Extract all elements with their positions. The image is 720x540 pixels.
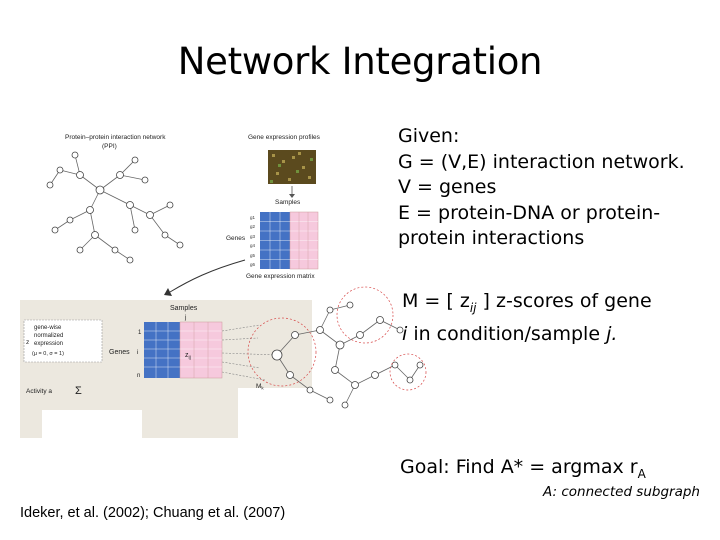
blue-matrix-column bbox=[144, 322, 180, 378]
genewise-text: expression bbox=[34, 341, 63, 347]
gene-row-label: g6 bbox=[250, 262, 256, 267]
given-heading: Given: bbox=[398, 125, 460, 147]
pink-matrix-columns bbox=[179, 321, 223, 379]
given-line: V = genes bbox=[398, 176, 497, 198]
goal-label: Goal bbox=[400, 456, 444, 478]
curved-arrow-icon bbox=[169, 259, 246, 293]
gene-row-label: g3 bbox=[250, 234, 256, 239]
genes-label: Genes bbox=[226, 235, 246, 242]
activity-label: Activity a bbox=[26, 388, 52, 395]
i-label: i bbox=[137, 349, 138, 356]
goal-statement: Goal: Find A* = argmax rA bbox=[400, 456, 646, 481]
subgraph-circle bbox=[336, 286, 394, 344]
zij-eq-label: z bbox=[26, 339, 29, 346]
m-definition-line-2: i in condition/sample j. bbox=[402, 322, 618, 345]
zij-cell-label: zij bbox=[185, 352, 191, 361]
genes-label-2: Genes bbox=[109, 349, 130, 356]
mk-label: Mk bbox=[256, 383, 264, 391]
zij-params: (μ = 0, σ = 1) bbox=[32, 351, 64, 357]
ppi-label-abbrev: (PPI) bbox=[102, 143, 117, 150]
goal-note: A: connected subgraph bbox=[543, 484, 700, 500]
gene-row-label: g2 bbox=[250, 224, 256, 229]
gene-row-label: g5 bbox=[250, 253, 256, 258]
normalized-matrix: Samples j zij 1 i Genes n bbox=[109, 305, 223, 379]
slide-title: Network Integration bbox=[177, 40, 543, 83]
ppi-label: Protein–protein interaction network bbox=[65, 134, 166, 141]
normalization-box: z gene-wise normalized expression (μ = 0… bbox=[23, 319, 103, 397]
subnetwork-diagram: Mk bbox=[221, 286, 427, 409]
samples-label-2: Samples bbox=[170, 305, 198, 312]
subgraph-circle bbox=[389, 353, 427, 391]
given-label: Given bbox=[398, 125, 453, 147]
genewise-text: gene-wise bbox=[34, 325, 62, 331]
gene-row-label: g1 bbox=[250, 215, 256, 220]
given-block: Given: G = (V,E) interaction network. V … bbox=[398, 124, 698, 252]
gep-label: Gene expression profiles bbox=[248, 134, 321, 141]
gene-expression-panel: Gene expression profiles Samples Genes bbox=[226, 134, 321, 280]
ppi-network-diagram: Protein–protein interaction network (PPI… bbox=[46, 134, 184, 264]
arrowhead-icon bbox=[164, 288, 172, 296]
network-integration-figure: Protein–protein interaction network (PPI… bbox=[20, 134, 427, 438]
sum-symbol: Σ bbox=[75, 385, 82, 397]
panel-cutout bbox=[238, 388, 312, 438]
given-line: protein interactions bbox=[398, 227, 585, 249]
samples-label: Samples bbox=[275, 199, 301, 206]
m-definition: M = [ zij ] z-scores of gene i in condit… bbox=[402, 288, 702, 347]
genewise-text: normalized bbox=[34, 333, 63, 339]
row-1-label: 1 bbox=[138, 330, 142, 336]
panel-cutout bbox=[42, 410, 142, 438]
given-line: E = protein-DNA or protein- bbox=[398, 201, 661, 224]
gem-label: Gene expression matrix bbox=[246, 273, 315, 280]
n-label: n bbox=[137, 373, 140, 379]
citation: Ideker, et al. (2002); Chuang et al. (20… bbox=[20, 505, 286, 521]
m-definition-line-1: M = [ zij ] z-scores of gene bbox=[402, 290, 652, 315]
given-line: G = (V,E) interaction network. bbox=[398, 150, 685, 173]
subgraph-circle bbox=[247, 317, 317, 387]
j-label: j bbox=[184, 314, 186, 321]
gene-row-label: g4 bbox=[250, 243, 256, 248]
